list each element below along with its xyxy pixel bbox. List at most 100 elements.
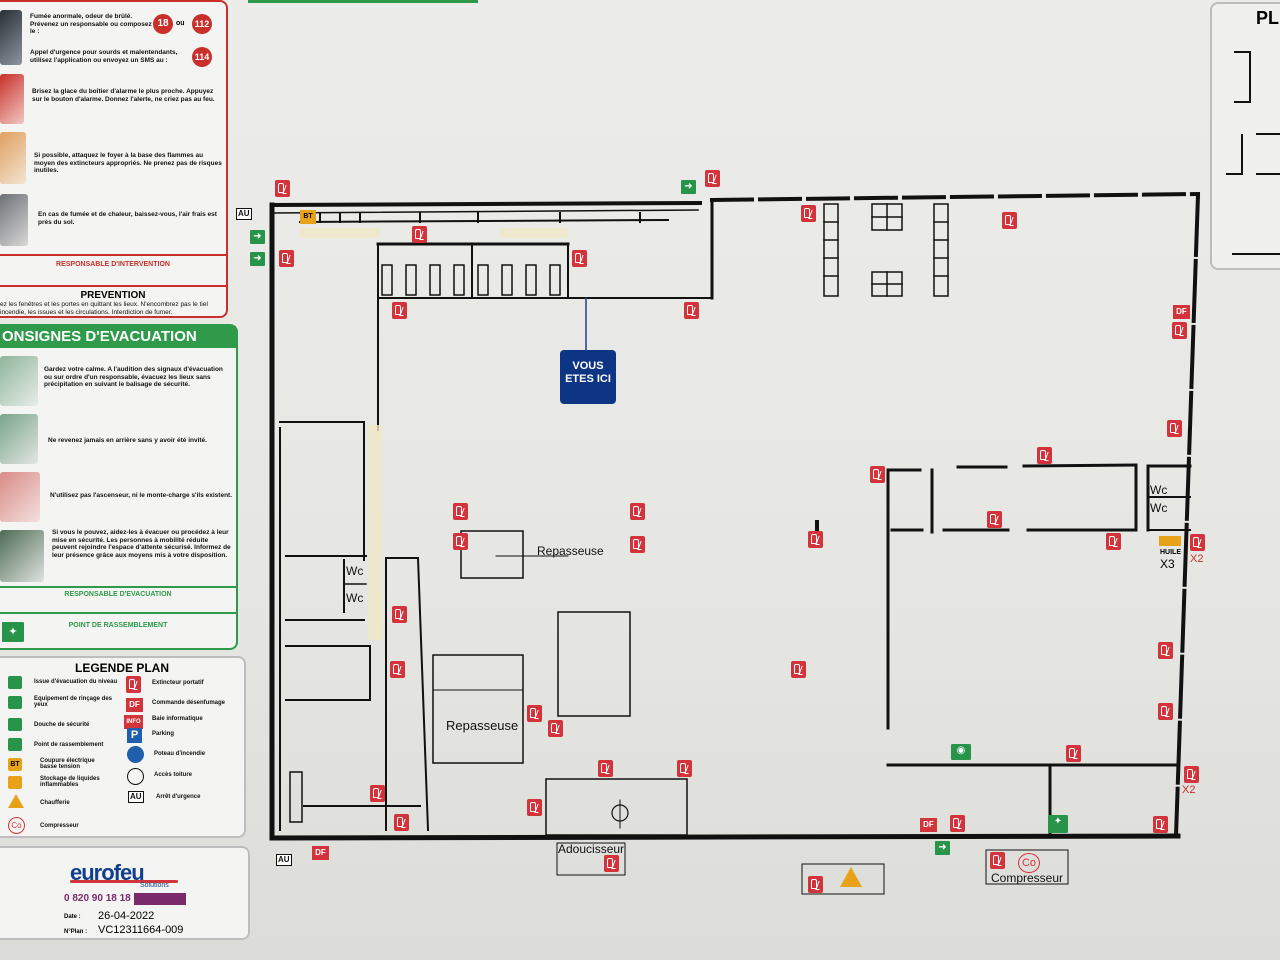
- evacuation-title: ONSIGNES D'EVACUATION: [0, 326, 236, 348]
- help-photo: [0, 530, 44, 582]
- extinguisher-icon: [394, 814, 409, 831]
- smoke-photo: [0, 194, 28, 246]
- legend-item: Issue d'évacuation du niveau: [34, 679, 118, 685]
- x3-label: X3: [1160, 557, 1175, 571]
- extinguisher-icon: [677, 760, 692, 777]
- extinguisher-icon: [527, 705, 542, 722]
- legend-item: Baie informatique: [152, 716, 203, 722]
- prevention-text: ez les fenêtres et les portes en quittan…: [0, 301, 208, 316]
- eyewash-icon: [8, 696, 22, 709]
- extinguisher-icon: [453, 533, 468, 550]
- extinguisher-icon: [1172, 322, 1187, 339]
- extinguisher-icon: [1190, 534, 1205, 551]
- bt-icon: BT: [300, 210, 316, 224]
- au-icon: AU: [128, 791, 144, 803]
- fire-instructions-panel: Fumée anormale, odeur de brûlé. Prévenez…: [0, 0, 228, 318]
- calm-text: Gardez votre calme. A l'audition des sig…: [44, 366, 223, 388]
- separator: [0, 612, 236, 614]
- wc-label: Wc: [1150, 501, 1168, 515]
- legend-item: Douche de sécurité: [34, 722, 90, 728]
- responsable-evacuation-label: RESPONSABLE D'EVACUATION: [64, 591, 172, 598]
- extinguisher-icon: [527, 799, 542, 816]
- repasseuse-label-1: Repasseuse: [537, 544, 604, 558]
- compressor-icon: Co: [8, 817, 25, 834]
- extinguisher-icon: [390, 661, 405, 678]
- exit-icon: ➜: [935, 841, 950, 855]
- wc-label: Wc: [346, 564, 364, 578]
- legend-panel: LEGENDE PLAN BT Co Issue d'évacuation du…: [0, 656, 246, 838]
- deaf-call-text: Appel d'urgence pour sourds et malentend…: [30, 49, 178, 64]
- plan-number: VC12311664-009: [98, 924, 184, 936]
- roof-access-icon: [127, 768, 144, 785]
- legend-item: Extincteur portatif: [152, 680, 204, 686]
- au-icon: AU: [276, 854, 292, 866]
- legend-item: Poteau d'incendie: [154, 751, 206, 757]
- right-panel-title: PL: [1256, 8, 1280, 28]
- extinguisher-icon: [370, 785, 385, 802]
- extinguisher-icon: [1167, 420, 1182, 437]
- shower-icon: ✦: [1048, 815, 1068, 833]
- logo-sub: Solutions: [140, 882, 169, 889]
- extinguisher-icon: [1158, 703, 1173, 720]
- wc-label: Wc: [1150, 483, 1168, 497]
- extinguisher-icon: [598, 760, 613, 777]
- extinguisher-icon: [1106, 533, 1121, 550]
- extinguisher-icon: [870, 466, 885, 483]
- right-minimap-panel: PL: [1210, 2, 1280, 270]
- repasseuse-label-2: Repasseuse: [446, 718, 519, 733]
- boiler-icon: [840, 867, 862, 887]
- elevator-text: N'utilisez pas l'ascenseur, ni le monte-…: [50, 492, 233, 499]
- separator: [0, 254, 226, 256]
- attack-text: Si possible, attaquez le foyer à la base…: [34, 152, 222, 174]
- legend-item: Compresseur: [40, 823, 79, 829]
- bt-icon: BT: [8, 758, 22, 771]
- hydrant-icon: [127, 746, 144, 763]
- extinguisher-icon: [990, 852, 1005, 869]
- legend-item: Parking: [152, 731, 175, 737]
- shower-icon: [8, 718, 22, 731]
- extinguisher-icon: [1153, 816, 1168, 833]
- date-value: 26-04-2022: [98, 910, 155, 922]
- extinguisher-icon: [279, 250, 294, 267]
- boiler-icon: [8, 794, 24, 808]
- alarm-text: Brisez la glace du boîtier d'alarme le p…: [32, 88, 215, 103]
- legend-item: Commande désenfumage: [152, 700, 226, 706]
- phone-number: 0 820 90 18 18: [64, 893, 131, 904]
- separator: [0, 285, 226, 287]
- exit-icon: ➜: [681, 180, 696, 194]
- extinguisher-icon: [572, 250, 587, 267]
- df-icon: DF: [312, 846, 329, 860]
- extinguisher-icon: [604, 855, 619, 872]
- extinguisher-icon: [950, 815, 965, 832]
- extinguisher-icon: [630, 503, 645, 520]
- extinguisher-icon: [392, 606, 407, 623]
- top-green-line: [248, 0, 478, 3]
- smoke-text: En cas de fumée et de chaleur, baissez-v…: [38, 211, 217, 226]
- exit-icon: ➜: [250, 252, 265, 266]
- point-rassemblement-label: POINT DE RASSEMBLEMENT: [68, 622, 168, 629]
- legend-title: LEGENDE PLAN: [74, 661, 169, 675]
- extinguisher-icon: [1002, 212, 1017, 229]
- extinguisher-icon: [705, 170, 720, 187]
- legend-item: Coupure électrique basse tension: [40, 758, 95, 770]
- extinguisher-icon: [1037, 447, 1052, 464]
- oil-storage-icon: [1159, 536, 1181, 546]
- noback-photo: [0, 414, 38, 464]
- emergency-114: 114: [192, 47, 212, 67]
- you-are-here-line2: ETES ICI: [565, 373, 611, 385]
- emergency-18: 18: [153, 14, 173, 34]
- emergency-112: 112: [192, 14, 212, 34]
- service-badge: [134, 893, 186, 905]
- extinguisher-icon: [987, 511, 1002, 528]
- legend-item: Stockage de liquides inflammables: [40, 776, 100, 788]
- extinguisher-icon: [1066, 745, 1081, 762]
- extinguisher-icon: [412, 226, 427, 243]
- wc-label: Wc: [346, 591, 364, 605]
- compresseur-label: Compresseur: [991, 871, 1064, 885]
- minimap: [1226, 51, 1280, 255]
- legend-item: Equipement de rinçage des yeux: [34, 696, 113, 708]
- adoucisseur-label: Adoucisseur: [558, 842, 625, 856]
- au-icon: AU: [236, 208, 252, 220]
